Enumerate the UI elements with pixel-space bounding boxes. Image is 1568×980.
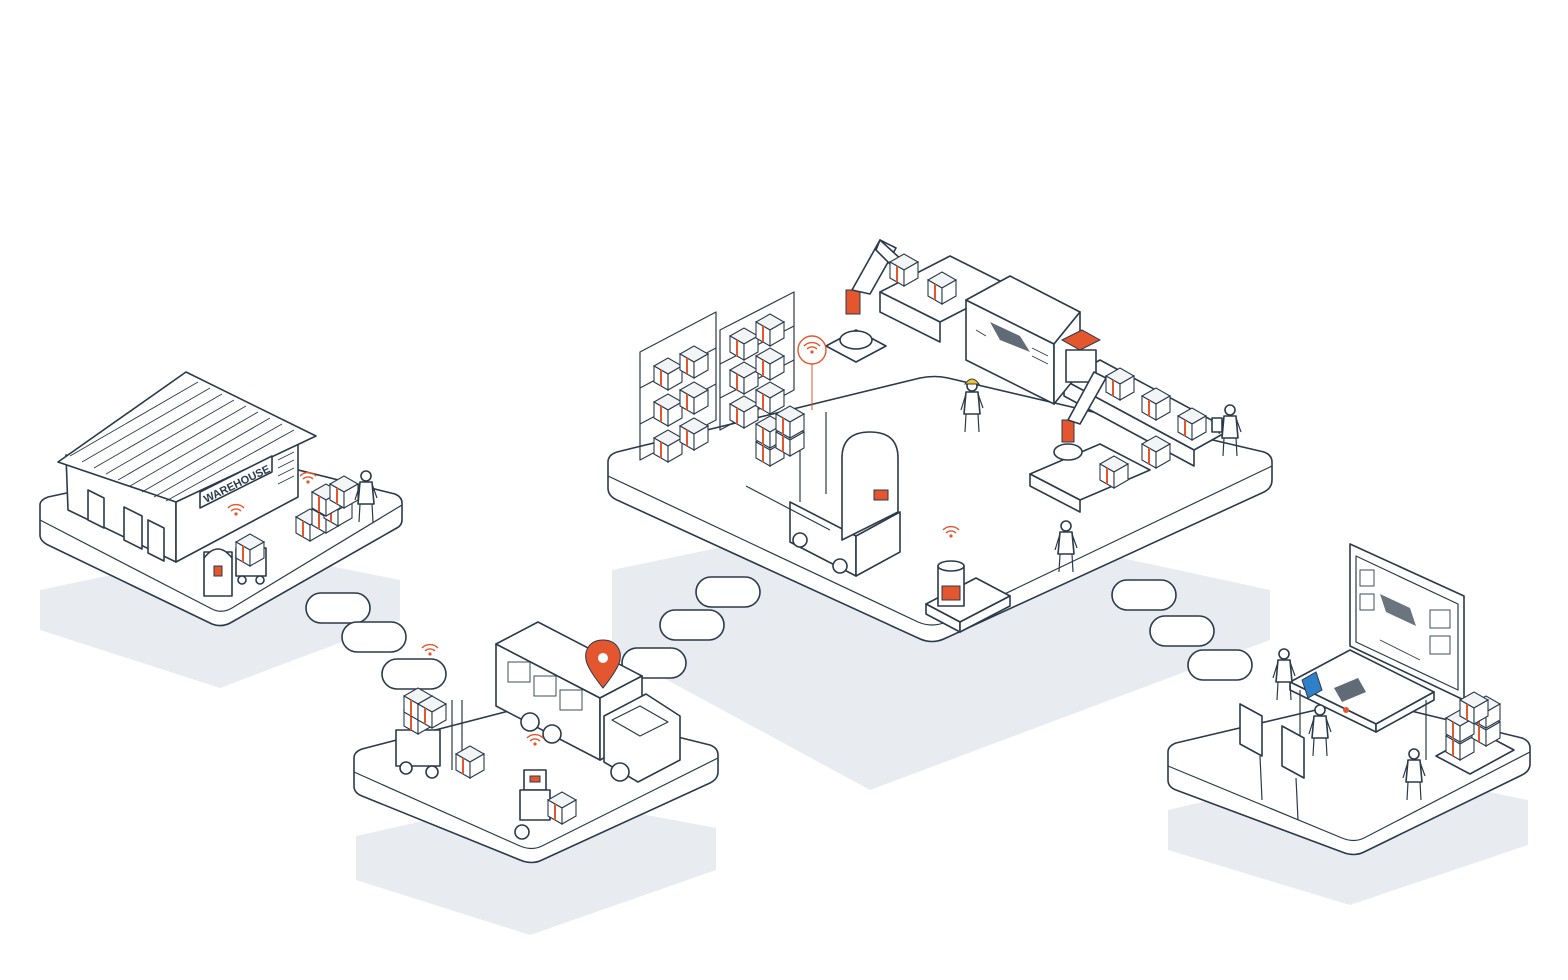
forklift-wifi-icon-factory xyxy=(797,335,827,410)
office-chairs xyxy=(1239,703,1305,821)
warehouse-forklift xyxy=(235,533,267,585)
operations-desk xyxy=(1289,649,1435,770)
conveyor-belt xyxy=(879,253,1231,513)
delivery-forklift xyxy=(395,687,485,779)
inspector-worker xyxy=(1211,404,1242,457)
forklift-wifi-icon xyxy=(421,643,439,657)
agv-robot xyxy=(925,560,1011,633)
delivery-robot xyxy=(514,769,577,840)
factory-platform xyxy=(607,239,1273,643)
warehouse-platform: WAREHOUSE xyxy=(39,371,403,627)
seated-analyst-back xyxy=(1272,648,1296,701)
autonomous-forklift xyxy=(745,405,901,577)
warehouse-scanner-gate xyxy=(203,548,233,597)
delivery-truck xyxy=(495,621,681,783)
connector-pills xyxy=(305,576,1253,690)
robotic-arm-right xyxy=(1053,329,1107,461)
delivery-platform xyxy=(353,621,719,864)
storage-racks xyxy=(639,291,795,463)
engineer-worker xyxy=(960,378,984,433)
map-pin-icon xyxy=(585,639,621,689)
control-room-platform xyxy=(1167,543,1531,856)
warehouse-building: WAREHOUSE xyxy=(57,371,317,563)
pallet-boxes xyxy=(1435,691,1515,775)
